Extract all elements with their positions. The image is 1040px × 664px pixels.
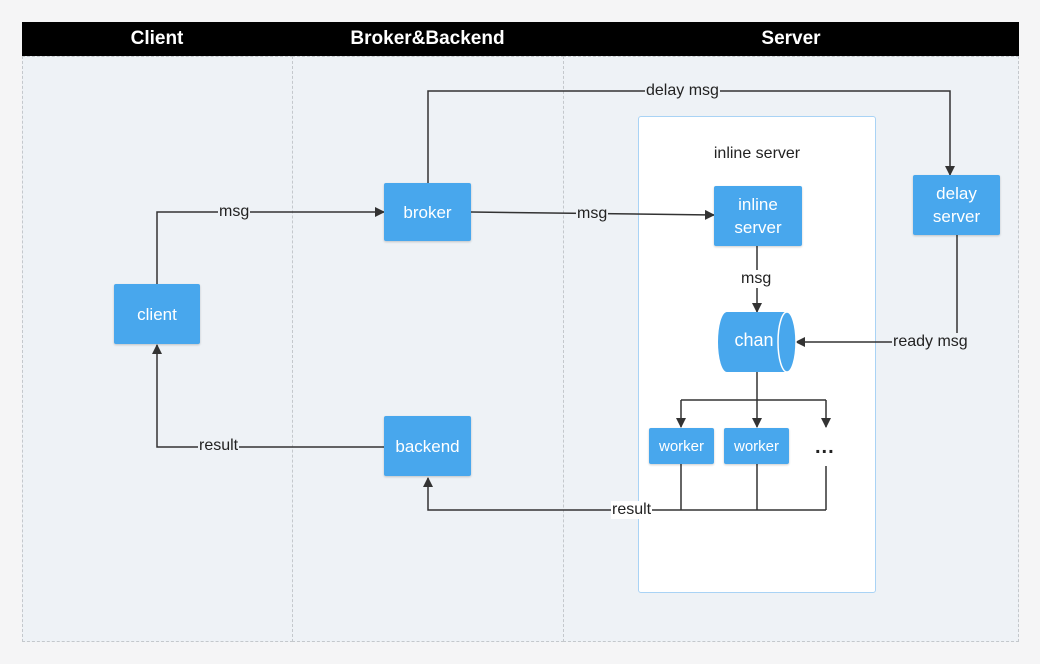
inline-server-node: inline server	[714, 186, 802, 246]
edge-label-result-client: result	[198, 437, 240, 455]
edge-label-delay-msg: delay msg	[645, 82, 720, 100]
edge-workers-backend	[423, 477, 826, 511]
edge-backend-client	[152, 344, 384, 448]
worker-node-1-label: worker	[658, 437, 704, 455]
edge-client-broker	[156, 207, 385, 284]
worker-node-2: worker	[724, 428, 789, 464]
edge-label-broker-inline: msg	[576, 205, 609, 223]
inline-server-panel-title: inline server	[713, 145, 801, 162]
client-node: client	[114, 284, 200, 344]
more-workers-ellipsis: ...	[815, 436, 835, 458]
inline-server-node-line1: inline	[738, 195, 778, 214]
delay-server-node-line2: server	[932, 207, 981, 226]
backend-node: backend	[384, 416, 471, 476]
edge-label-ready-msg: ready msg	[892, 333, 969, 351]
lane-header-broker-backend: Broker&Backend	[292, 22, 564, 56]
lane-header-client: Client	[22, 22, 293, 56]
client-node-label: client	[137, 304, 177, 324]
edge-broker-delay	[427, 90, 955, 183]
lane-header-server: Server	[563, 22, 1019, 56]
chan-cylinder	[718, 311, 797, 373]
delay-server-node: delay server	[913, 175, 1000, 235]
edge-delay-chan	[795, 235, 958, 347]
chan-label: chan	[734, 330, 774, 350]
backend-node-label: backend	[395, 436, 460, 456]
broker-node-label: broker	[403, 202, 452, 222]
broker-node: broker	[384, 183, 471, 241]
delay-server-node-line1: delay	[936, 184, 977, 203]
inline-server-node-line2: server	[734, 218, 782, 237]
worker-node-1: worker	[649, 428, 714, 464]
edge-label-result-backend: result	[611, 501, 653, 519]
edge-label-inline-chan: msg	[740, 270, 773, 288]
worker-node-2-label: worker	[733, 437, 779, 455]
edge-label-client-broker: msg	[218, 203, 251, 221]
